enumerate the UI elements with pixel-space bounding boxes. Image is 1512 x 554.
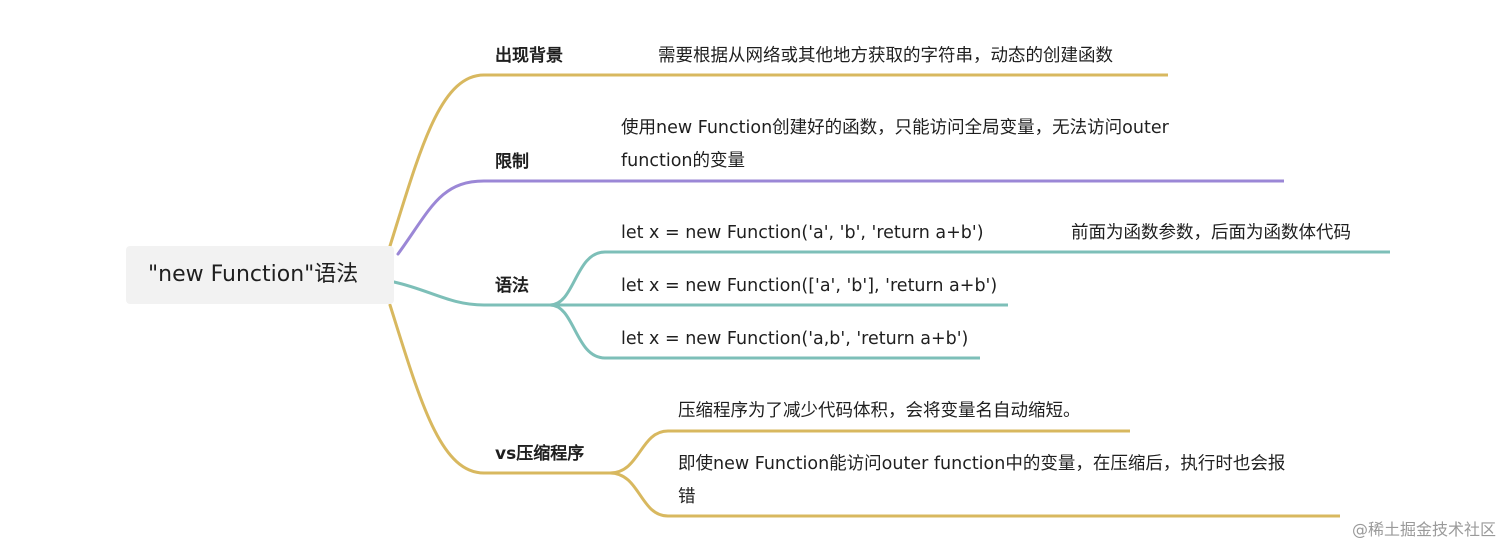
- connector-root-syntax: [392, 280, 486, 307]
- leaf-background-1[interactable]: 需要根据从网络或其他地方获取的字符串，动态的创建函数: [658, 46, 1113, 66]
- connector-root-minifier: [388, 303, 486, 475]
- connector-syntax-leaf-3: [549, 303, 980, 360]
- leaf-syntax-2[interactable]: let x = new Function(['a', 'b'], 'return…: [621, 276, 998, 296]
- leaf-minifier-2-line-2[interactable]: 错: [678, 487, 696, 507]
- root-node-label: "new Function"语法: [148, 262, 359, 287]
- connector-syntax-leaf-1: [549, 250, 1390, 307]
- leaf-limit-1-line-2[interactable]: function的变量: [621, 151, 745, 171]
- branch-background-label[interactable]: 出现背景: [495, 46, 563, 66]
- branch-minifier-label[interactable]: vs压缩程序: [495, 444, 585, 464]
- branch-syntax-label[interactable]: 语法: [495, 276, 529, 296]
- connector-root-background: [388, 73, 486, 248]
- connector-root-limit: [396, 179, 486, 256]
- connector-minifier-leaf-1: [609, 429, 1130, 475]
- connector-minifier-leaf-2: [609, 471, 1340, 518]
- leaf-syntax-3[interactable]: let x = new Function('a,b', 'return a+b'…: [621, 329, 969, 349]
- leaf-minifier-2-line-1[interactable]: 即使new Function能访问outer function中的变量，在压缩后…: [678, 454, 1286, 474]
- watermark: @稀土掘金技术社区: [1351, 520, 1496, 539]
- leaf-syntax-1[interactable]: let x = new Function('a', 'b', 'return a…: [621, 223, 984, 243]
- leaf-syntax-1-note[interactable]: 前面为函数参数，后面为函数体代码: [1071, 223, 1351, 243]
- root-node[interactable]: [126, 246, 394, 304]
- leaf-minifier-1[interactable]: 压缩程序为了减少代码体积，会将变量名自动缩短。: [678, 401, 1081, 421]
- leaf-limit-1-line-1[interactable]: 使用new Function创建好的函数，只能访问全局变量，无法访问outer: [621, 118, 1169, 138]
- branch-limit-label[interactable]: 限制: [495, 152, 529, 172]
